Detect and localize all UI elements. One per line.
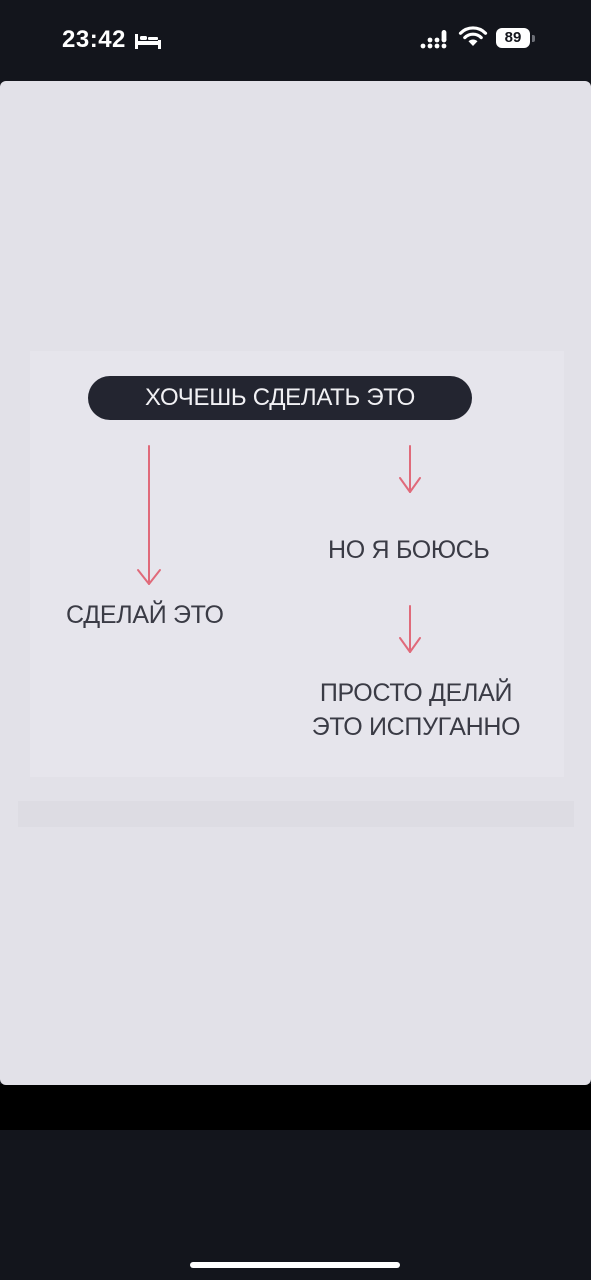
bottom-band	[0, 1084, 591, 1130]
meme-panel	[30, 351, 564, 777]
status-bar: 23:42 89	[0, 0, 591, 80]
battery-cap	[532, 35, 535, 42]
signal-icon	[420, 30, 447, 49]
wifi-icon	[458, 26, 488, 46]
battery-level: 89	[496, 28, 530, 48]
battery-icon: 89	[496, 28, 536, 50]
label-do-it: СДЕЛАЙ ЭТО	[66, 601, 224, 629]
status-time: 23:42	[62, 26, 126, 53]
image-viewer[interactable]	[0, 81, 591, 1085]
label-do-it-scared: ПРОСТО ДЕЛАЙ ЭТО ИСПУГАННО	[311, 679, 521, 741]
label-but-afraid: НО Я БОЮСЬ	[328, 536, 490, 564]
home-indicator[interactable]	[190, 1262, 400, 1268]
pill-heading: ХОЧЕШЬ СДЕЛАТЬ ЭТО	[88, 376, 472, 420]
bed-icon	[135, 34, 161, 49]
meme-shadow	[18, 801, 574, 827]
